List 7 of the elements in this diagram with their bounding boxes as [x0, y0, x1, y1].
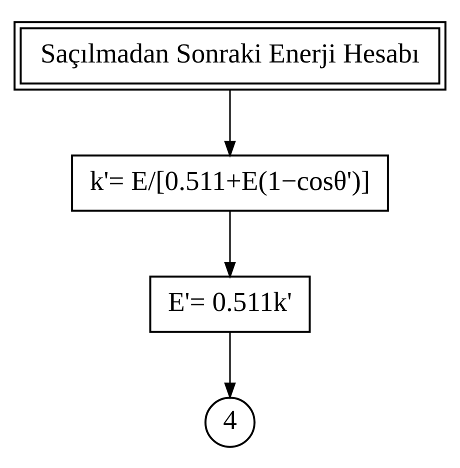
node-box: k'= E/[0.511+E(1−cosθ')]	[71, 154, 389, 212]
node-box: Saçılmadan Sonraki Enerji Hesabı	[14, 20, 446, 90]
arrow	[224, 210, 236, 278]
node-circle: 4	[204, 396, 256, 448]
arrow	[224, 331, 236, 399]
arrow	[224, 90, 236, 158]
node-box: E'= 0.511k'	[149, 275, 311, 332]
